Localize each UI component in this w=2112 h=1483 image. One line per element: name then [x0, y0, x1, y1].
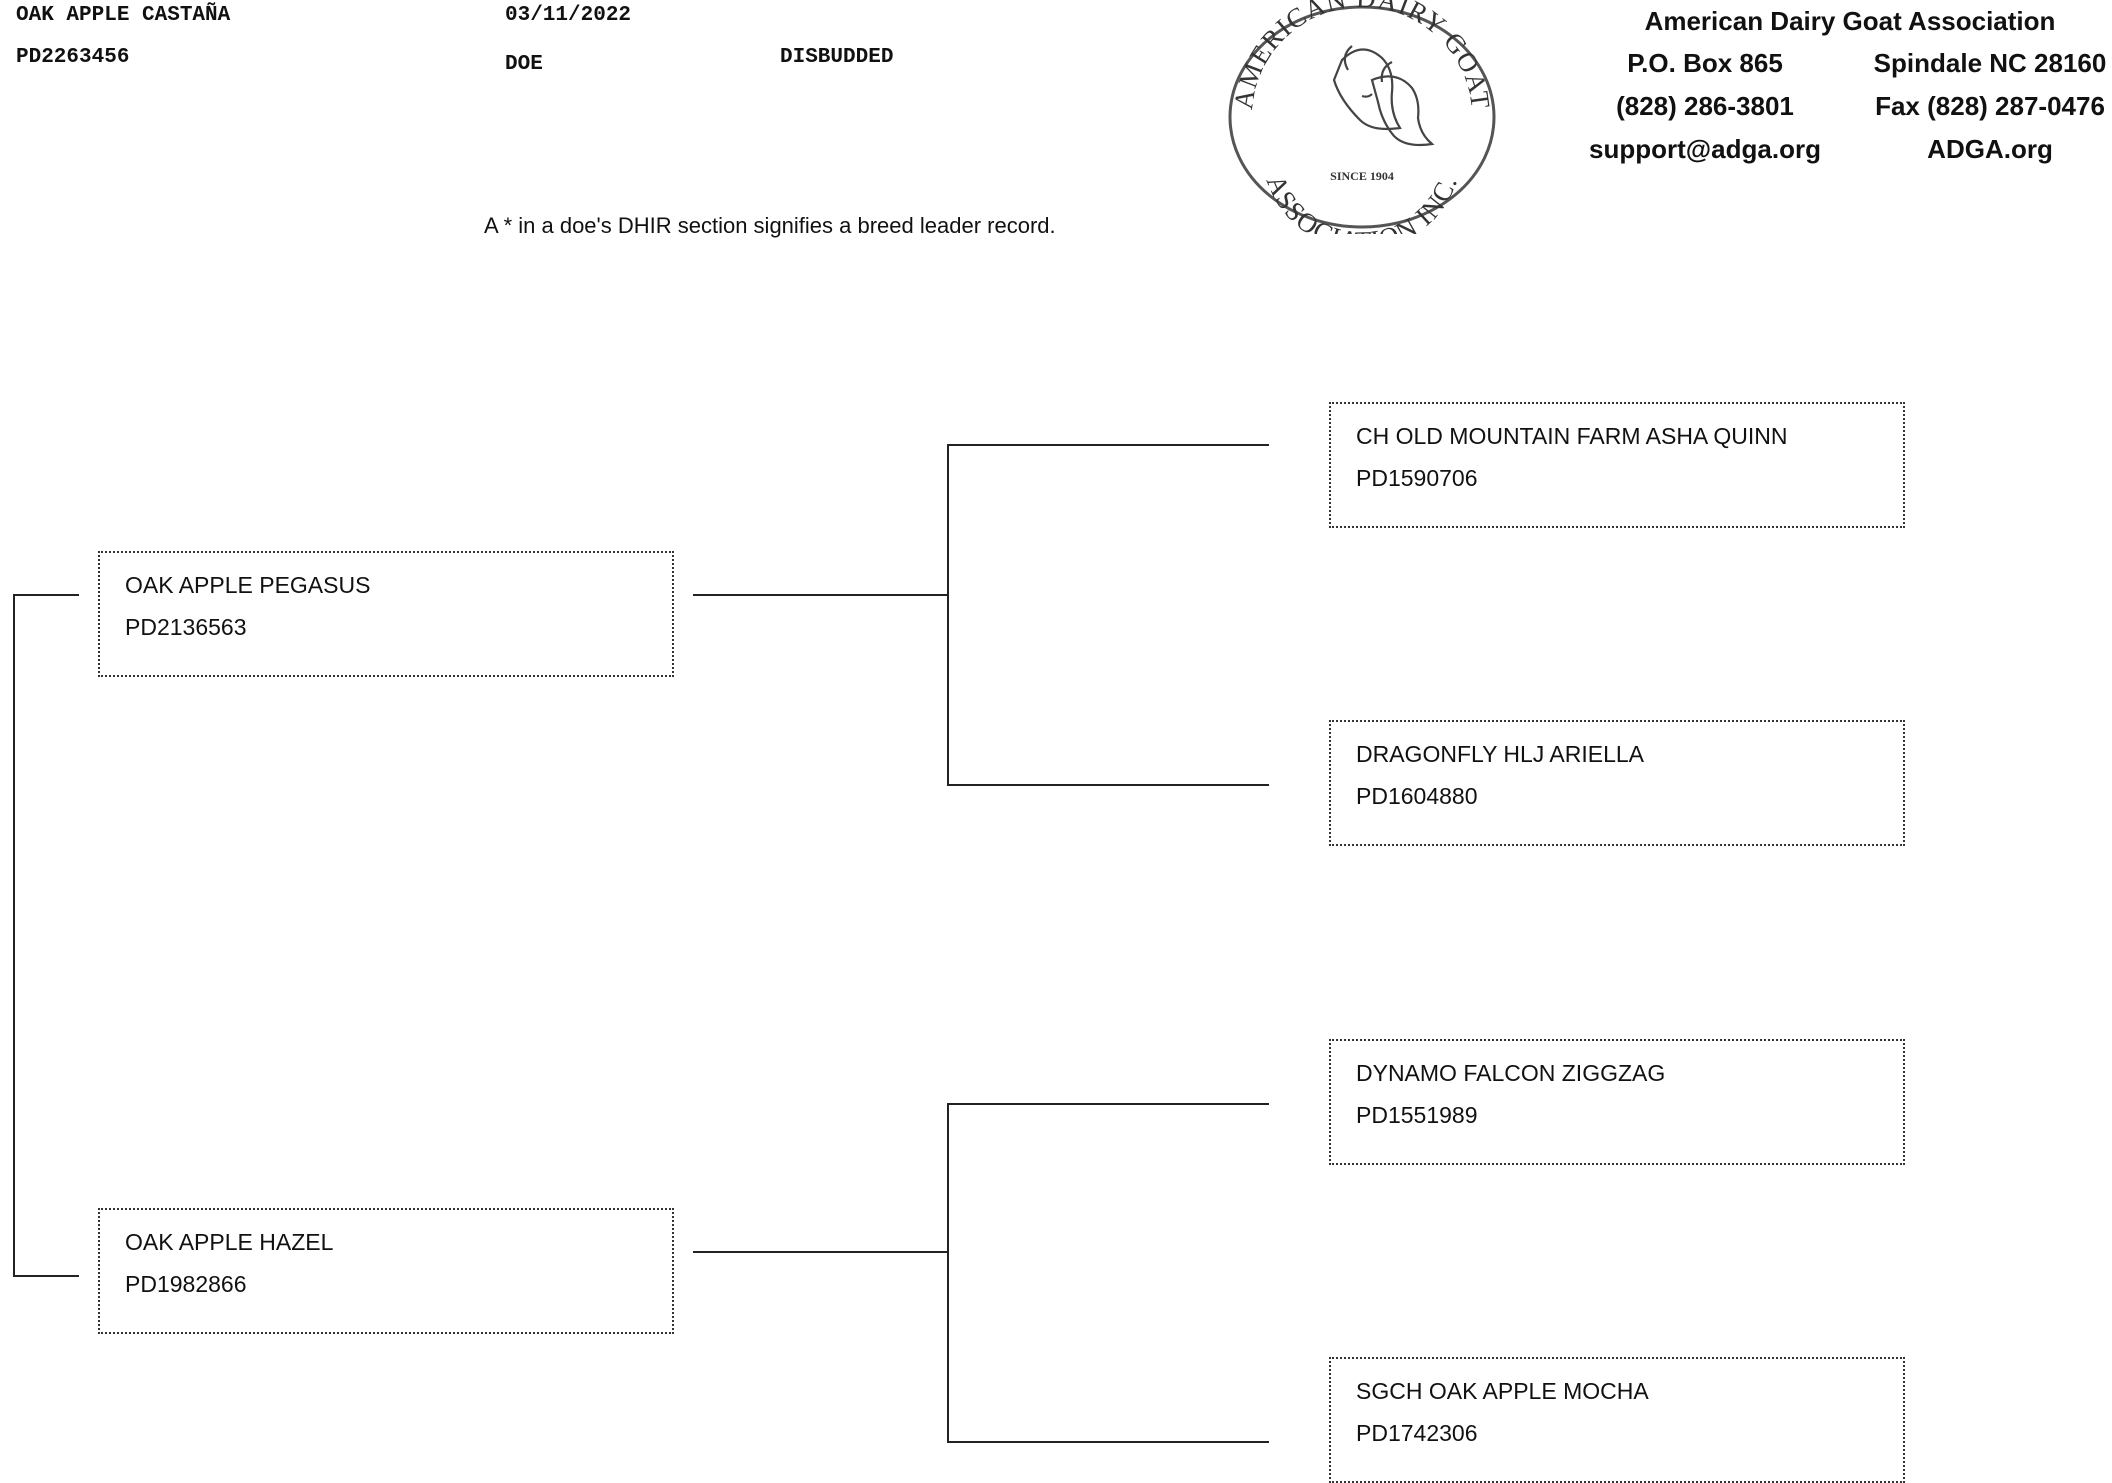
- birth-date: 03/11/2022: [505, 4, 632, 27]
- association-website[interactable]: ADGA.org: [1927, 134, 2053, 164]
- breed-leader-note: A * in a doe's DHIR section signifies a …: [484, 213, 1056, 238]
- adga-logo: AMERICAN DAIRY GOAT ASSOCIATION INC. SIN…: [1222, 0, 1502, 256]
- dam-dam-registration: PD1742306: [1356, 1420, 1478, 1446]
- sire-dam-name: DRAGONFLY HLJ ARIELLA: [1356, 741, 1645, 767]
- sire-registration: PD2136563: [125, 614, 247, 640]
- association-fax: Fax (828) 287-0476: [1875, 91, 2105, 121]
- sire-sire-registration: PD1590706: [1356, 465, 1478, 491]
- sire-sire-name: CH OLD MOUNTAIN FARM ASHA QUINN: [1356, 423, 1788, 449]
- animal-name: OAK APPLE CASTAÑA: [16, 4, 231, 27]
- dam-name: OAK APPLE HAZEL: [125, 1229, 334, 1255]
- svg-text:AMERICAN DAIRY GOAT: AMERICAN DAIRY GOAT: [1228, 0, 1496, 111]
- goat-heads-icon: [1332, 45, 1435, 147]
- animal-sex: DOE: [505, 53, 543, 76]
- logo-since-text: SINCE 1904: [1330, 169, 1394, 183]
- sire-sire-box: CH OLD MOUNTAIN FARM ASHA QUINN PD159070…: [1329, 402, 1905, 528]
- dam-box: OAK APPLE HAZEL PD1982866: [98, 1208, 674, 1334]
- association-po-box: P.O. Box 865: [1627, 48, 1783, 78]
- dam-dam-name: SGCH OAK APPLE MOCHA: [1356, 1378, 1649, 1404]
- sire-dam-registration: PD1604880: [1356, 783, 1478, 809]
- dam-sire-registration: PD1551989: [1356, 1102, 1478, 1128]
- logo-top-text: AMERICAN DAIRY GOAT: [1228, 0, 1495, 111]
- dam-sire-box: DYNAMO FALCON ZIGGZAG PD1551989: [1329, 1039, 1905, 1165]
- dam-registration: PD1982866: [125, 1271, 247, 1297]
- association-city: Spindale NC 28160: [1873, 48, 2107, 78]
- dam-dam-box: SGCH OAK APPLE MOCHA PD1742306: [1329, 1357, 1905, 1483]
- dam-sire-name: DYNAMO FALCON ZIGGZAG: [1356, 1060, 1666, 1086]
- sire-box: OAK APPLE PEGASUS PD2136563: [98, 551, 674, 677]
- association-phone: (828) 286-3801: [1616, 91, 1794, 121]
- animal-registration: PD2263456: [16, 46, 130, 69]
- association-email[interactable]: support@adga.org: [1589, 134, 1821, 164]
- sire-name: OAK APPLE PEGASUS: [125, 572, 371, 598]
- association-title: American Dairy Goat Association: [1644, 6, 2056, 36]
- horn-status: DISBUDDED: [780, 46, 894, 69]
- sire-dam-box: DRAGONFLY HLJ ARIELLA PD1604880: [1329, 720, 1905, 846]
